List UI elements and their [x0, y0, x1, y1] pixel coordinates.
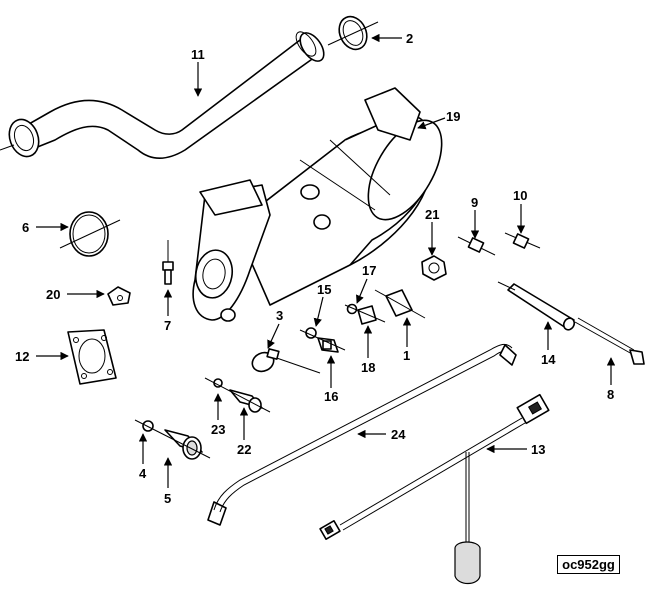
callout-14: 14 — [541, 352, 556, 367]
fitting-part — [374, 289, 426, 319]
callout-19: 19 — [446, 109, 460, 124]
callout-7: 7 — [164, 318, 171, 333]
callout-20: 20 — [46, 287, 60, 302]
callout-17: 17 — [362, 263, 376, 278]
long-bolt-part — [574, 317, 645, 365]
mounting-bolt-part — [162, 240, 174, 285]
sensor-22-part — [204, 377, 271, 413]
bracket-clip-part — [107, 286, 131, 306]
wire-harness-part — [319, 393, 550, 585]
callout-13: 13 — [531, 442, 545, 457]
callout-1: 1 — [403, 348, 410, 363]
figure-reference-code: oc952gg — [557, 555, 620, 574]
callout-18: 18 — [361, 360, 375, 375]
callout-11: 11 — [191, 47, 205, 62]
callout-10: 10 — [513, 188, 527, 203]
washer-4-part — [142, 420, 154, 432]
callout-4: 4 — [139, 466, 147, 481]
callout-6: 6 — [22, 220, 29, 235]
callout-24: 24 — [391, 427, 406, 442]
callout-labels: 11 2 19 6 7 20 12 3 15 16 17 18 1 21 9 1… — [15, 31, 614, 506]
exhaust-pipe-part — [0, 31, 325, 160]
flange-gasket-part — [67, 329, 117, 385]
callout-12: 12 — [15, 349, 29, 364]
plug-18-part — [344, 304, 386, 325]
bolt-10-part — [504, 232, 541, 249]
gasket-ring-part — [327, 15, 379, 51]
o-ring-part — [59, 211, 121, 257]
callout-22: 22 — [237, 442, 251, 457]
aftertreatment-canister-part — [192, 87, 443, 322]
callout-15: 15 — [317, 282, 331, 297]
callout-23: 23 — [211, 422, 225, 437]
pressure-sensor-5-part — [134, 419, 211, 460]
callout-16: 16 — [324, 389, 338, 404]
callout-5: 5 — [164, 491, 171, 506]
hex-nut-part — [421, 255, 447, 281]
sleeve-part — [497, 281, 576, 331]
callout-8: 8 — [607, 387, 614, 402]
bolt-9-part — [457, 236, 496, 256]
sensor-tube-part — [207, 343, 517, 526]
sensor-16-part — [299, 329, 346, 353]
leader-lines — [36, 33, 616, 488]
cable-tie-part — [251, 348, 321, 374]
callout-9: 9 — [471, 195, 478, 210]
callout-3: 3 — [276, 308, 283, 323]
callout-2: 2 — [406, 31, 413, 46]
callout-21: 21 — [425, 207, 439, 222]
